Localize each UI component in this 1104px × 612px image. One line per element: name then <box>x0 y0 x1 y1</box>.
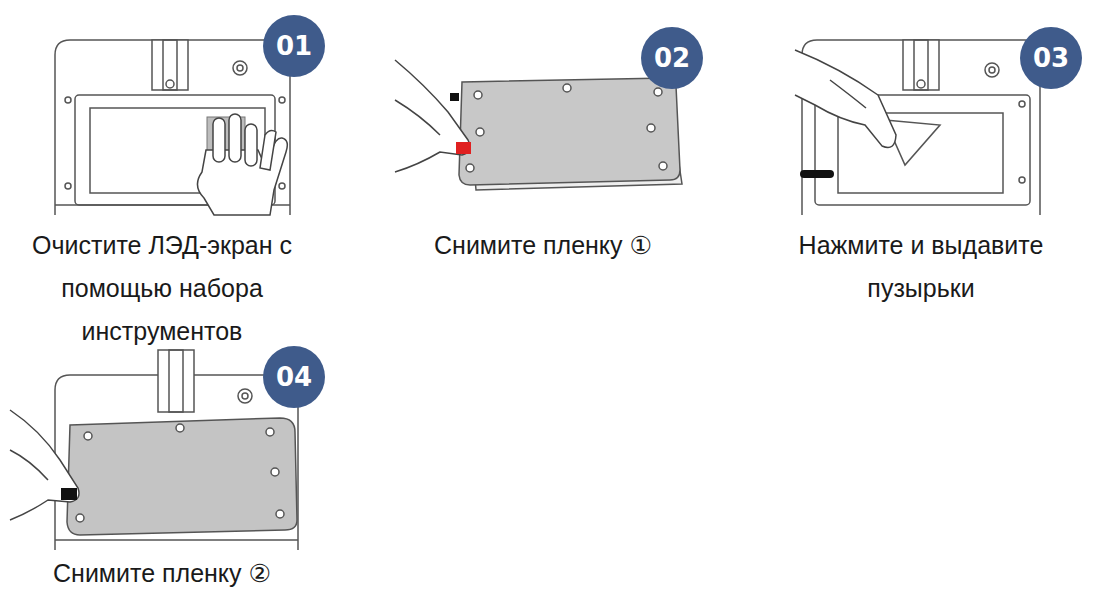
hand <box>197 114 287 215</box>
step-number: 04 <box>276 362 312 392</box>
protective-film <box>647 124 655 132</box>
hand <box>10 410 79 520</box>
step-number-badge: 03 <box>1020 27 1082 89</box>
film-tab <box>450 93 459 101</box>
printer-base <box>1019 177 1025 183</box>
printer-base <box>233 61 247 75</box>
printer-base <box>55 40 290 215</box>
hand <box>10 410 79 520</box>
protective-film <box>659 162 667 170</box>
protective-film <box>84 432 92 440</box>
protective-film <box>563 84 571 92</box>
step-caption: Очистите ЛЭД-экран с помощью набора инст… <box>31 224 293 353</box>
hand <box>830 80 866 108</box>
printer-base <box>1019 101 1025 107</box>
printer-base <box>65 183 71 189</box>
step-number: 01 <box>276 31 312 61</box>
hand <box>795 50 896 148</box>
printer-base <box>65 97 71 103</box>
step-caption: Снимите пленку ② <box>2 552 322 595</box>
film-tab <box>450 93 471 154</box>
protective-film <box>271 468 279 476</box>
printer-base <box>152 40 188 90</box>
printer-base <box>163 40 177 90</box>
hand <box>395 60 470 172</box>
printer-base <box>802 40 1040 215</box>
protective-film <box>466 164 474 172</box>
film-tab <box>61 488 77 500</box>
printer-base <box>55 539 298 541</box>
printer-base <box>242 393 248 399</box>
protective-film <box>459 78 682 190</box>
protective-film <box>76 514 84 522</box>
hand <box>395 100 440 135</box>
protective-film <box>459 78 680 185</box>
printer-base <box>914 40 928 90</box>
printer-base <box>158 350 194 412</box>
printer-base <box>802 40 1040 215</box>
step-number: 02 <box>654 43 690 73</box>
hand <box>213 118 225 162</box>
printer-base <box>279 97 285 103</box>
step-number-badge: 01 <box>263 15 325 77</box>
printer-base <box>903 40 939 90</box>
printer-base <box>166 80 174 88</box>
printer-base <box>237 65 243 71</box>
protective-film <box>476 128 484 136</box>
hand <box>260 131 276 170</box>
step-caption: Нажмите и выдавите пузырьки <box>776 224 1066 310</box>
step-number-badge: 04 <box>263 346 325 408</box>
hand <box>395 60 470 172</box>
printer-base <box>169 350 183 412</box>
hand <box>229 114 241 162</box>
printer-base <box>238 389 252 403</box>
protective-film <box>654 88 662 96</box>
printer-base <box>55 350 298 550</box>
printer-base <box>985 63 999 77</box>
printer-base <box>917 80 925 88</box>
protective-film <box>474 91 482 99</box>
protective-film <box>67 418 297 535</box>
hand <box>10 450 48 480</box>
film-tab <box>61 488 77 500</box>
step-number: 03 <box>1033 43 1069 73</box>
protective-film <box>276 510 284 518</box>
protective-film <box>266 428 274 436</box>
film-bubble <box>800 170 834 178</box>
step-number-badge: 02 <box>641 27 703 89</box>
printer-base <box>989 67 995 73</box>
printer-base <box>55 40 290 215</box>
printer-base <box>279 183 285 189</box>
hand <box>795 50 896 148</box>
step-caption: Снимите пленку ① <box>383 224 703 267</box>
film-tab <box>456 142 471 154</box>
protective-film <box>176 424 184 432</box>
hand <box>245 124 257 166</box>
protective-film <box>67 418 297 535</box>
